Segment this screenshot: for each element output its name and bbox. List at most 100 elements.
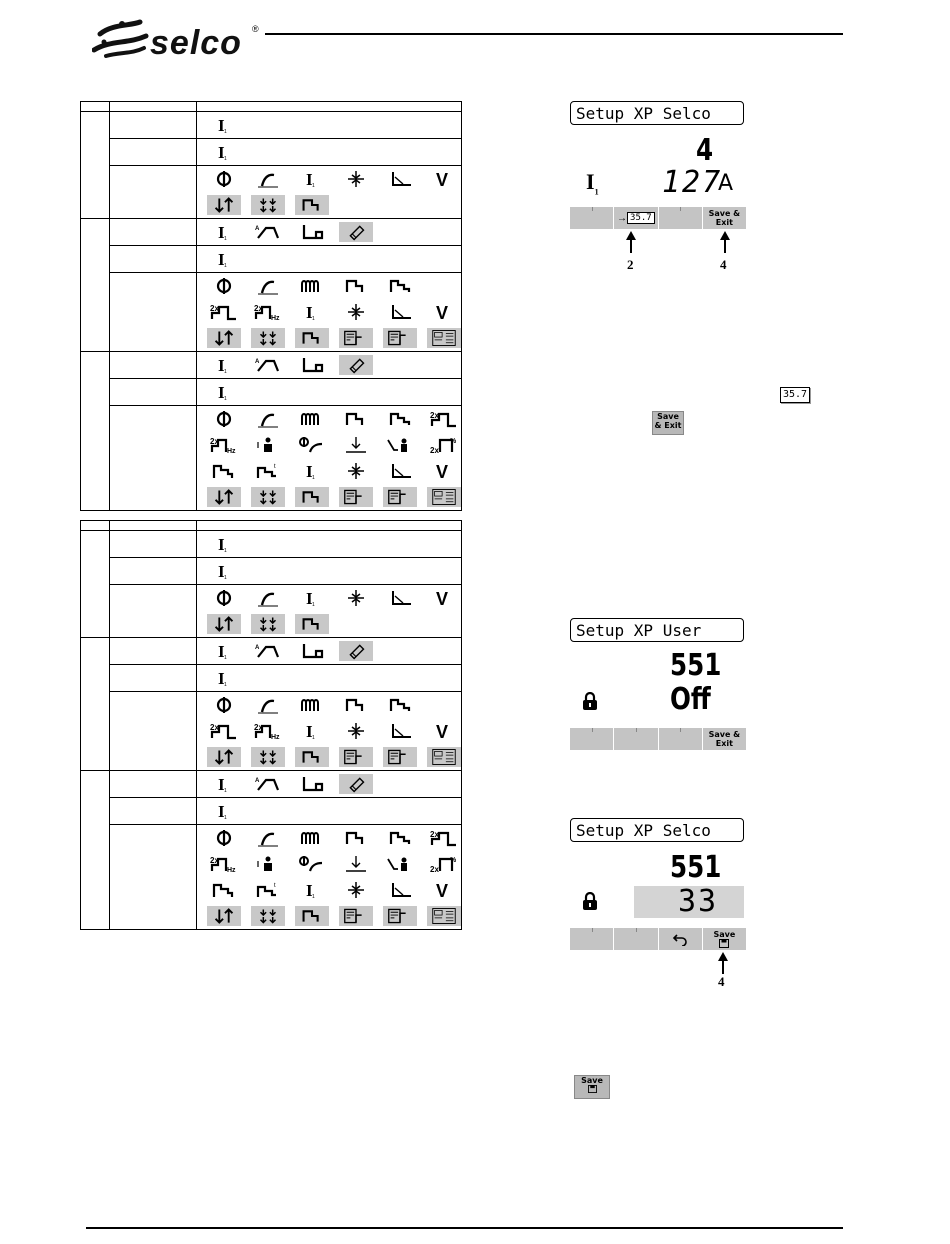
svg-text:V: V xyxy=(436,722,448,740)
svg-text:1: 1 xyxy=(224,156,227,161)
lock-icon xyxy=(582,691,598,715)
step-icon xyxy=(339,276,373,296)
torch-icon xyxy=(251,588,285,608)
person-icon xyxy=(251,854,285,874)
softkey-1[interactable] xyxy=(570,728,615,750)
svg-text:A: A xyxy=(255,778,260,784)
2xpulse-icon: 2x xyxy=(207,721,241,741)
callout-arrow-head xyxy=(720,231,730,240)
group-cell xyxy=(80,351,110,511)
V-icon: V xyxy=(427,302,461,322)
svg-text:I: I xyxy=(218,535,225,553)
V-icon: V xyxy=(427,588,461,608)
row-label-cell xyxy=(109,405,197,511)
icon-row xyxy=(197,903,461,929)
svg-text:I: I xyxy=(306,722,313,740)
floppy-icon xyxy=(719,939,730,948)
svg-text:t: t xyxy=(274,883,276,889)
svg-text:Hz: Hz xyxy=(271,734,280,740)
curve-icon xyxy=(295,854,329,874)
2xpercent-icon: 2x% xyxy=(427,435,461,455)
step-icon xyxy=(295,195,329,215)
person2-icon xyxy=(383,435,417,455)
svg-text:Hz: Hz xyxy=(271,315,280,321)
row-label-cell xyxy=(109,691,197,771)
svg-text:1: 1 xyxy=(312,602,315,607)
save-exit-button[interactable]: Save & Exit xyxy=(702,207,746,229)
svg-text:2x: 2x xyxy=(254,723,263,732)
svg-text:I: I xyxy=(218,802,225,820)
panel-title: Setup XP User xyxy=(570,618,744,642)
save-exit-button[interactable]: Save & Exit xyxy=(702,728,746,750)
V-icon: V xyxy=(427,169,461,189)
ramp-icon: A xyxy=(251,641,285,661)
menu-icon xyxy=(427,747,461,767)
edit-icon xyxy=(339,641,373,661)
softkey-1[interactable] xyxy=(570,207,615,229)
icon-row xyxy=(197,744,461,770)
diameter-icon xyxy=(207,409,241,429)
step-icon xyxy=(339,409,373,429)
svg-text:I: I xyxy=(218,143,225,161)
updown2-icon xyxy=(251,906,285,926)
svg-text:2x: 2x xyxy=(210,437,219,446)
slope-icon xyxy=(383,721,417,741)
softkey-2[interactable] xyxy=(614,928,659,950)
lcd-panel-selco-2: Setup XP Selco 551 33 Save 4 xyxy=(570,818,746,989)
svg-text:V: V xyxy=(436,462,448,480)
softkey-3[interactable] xyxy=(658,207,703,229)
svg-text:1: 1 xyxy=(224,682,227,687)
inline-save-exit-key: Save & Exit xyxy=(652,411,684,435)
coil-icon xyxy=(295,828,329,848)
torch-icon xyxy=(251,828,285,848)
selco-logo-mark xyxy=(91,16,262,62)
group-cell xyxy=(80,770,110,930)
svg-text:2x: 2x xyxy=(430,830,439,839)
undo-button[interactable] xyxy=(658,928,703,950)
svg-text:I: I xyxy=(306,462,313,480)
softkey-1[interactable] xyxy=(570,928,615,950)
row-label-cell xyxy=(109,557,197,585)
softkey-3[interactable] xyxy=(658,728,703,750)
save-button[interactable]: Save xyxy=(702,928,746,950)
weld-icon xyxy=(339,435,373,455)
callout-number: 2 xyxy=(627,257,634,272)
V-icon: V xyxy=(427,461,461,481)
row-label-cell xyxy=(109,378,197,406)
step-icon xyxy=(295,614,329,634)
pulse-icon xyxy=(295,355,329,375)
weld-icon xyxy=(339,854,373,874)
slope-icon xyxy=(383,169,417,189)
softkey-2[interactable]: →35.7 xyxy=(614,207,659,229)
edit-icon xyxy=(339,774,373,794)
menu-icon xyxy=(427,328,461,348)
2xpercent-icon: 2x% xyxy=(427,854,461,874)
svg-text:I: I xyxy=(218,383,225,401)
icon-row xyxy=(197,192,461,218)
softkey-2[interactable] xyxy=(614,728,659,750)
coil-icon xyxy=(295,409,329,429)
